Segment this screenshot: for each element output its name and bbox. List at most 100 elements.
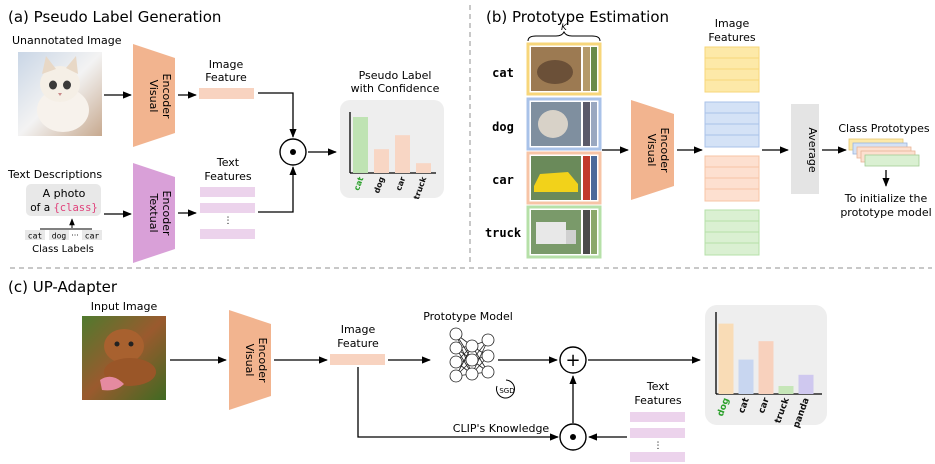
image-feature-bar-c (330, 354, 385, 365)
text-features-label-c-line2: Features (634, 394, 682, 407)
average-label: Average (806, 127, 819, 172)
text-features-label-c-line1: Text (646, 380, 670, 393)
text-feature-bar-c-2 (630, 428, 685, 438)
input-image-label: Input Image (91, 300, 158, 313)
visual-encoder-b: Visual Encoder (631, 100, 674, 200)
text-features-label-a-line1: Text (216, 156, 240, 169)
prompt-line1: A photo (43, 187, 86, 200)
class-name-car: car (492, 173, 514, 187)
visual-encoder-a-line1: Visual (147, 80, 160, 113)
bar-dog (374, 149, 389, 173)
visual-encoder-b-line1: Visual (645, 134, 658, 167)
feature-stack-dog (704, 101, 760, 148)
average-block: Average (791, 104, 819, 194)
product-operator-a (279, 138, 307, 166)
sgd-label: SGD (499, 387, 514, 395)
image-features-label-b-line1: Image (715, 17, 750, 30)
bar-car (395, 135, 410, 173)
plus-operator: + (559, 346, 587, 374)
prompt-box (26, 184, 101, 216)
prompt-class-token: {class} (53, 202, 97, 214)
text-feature-bar-c-3 (630, 452, 685, 462)
panel-a: (a) Pseudo Label Generation Unannotated … (7, 8, 444, 263)
dog-class-images (526, 97, 602, 151)
arrow-text-features-to-product (258, 166, 297, 213)
text-features-c-dots: ⋮ (654, 441, 663, 451)
arrow-image-feature-to-product (258, 92, 297, 138)
visual-encoder-a: Visual Encoder (133, 44, 175, 147)
bar-cat (353, 117, 368, 173)
textual-encoder-shape (133, 163, 175, 263)
class-label-box-cat (25, 230, 45, 240)
class-name-cat: cat (492, 66, 514, 80)
text-feature-bar-a-3 (200, 229, 255, 239)
class-prototypes-label: Class Prototypes (838, 122, 930, 135)
class-label-dog: dog (52, 232, 67, 241)
visual-encoder-a-shape (133, 44, 175, 147)
text-descriptions-label: Text Descriptions (7, 168, 102, 181)
initialize-text-line2: prototype model (840, 206, 931, 219)
visual-encoder-c: Visual Encoder (229, 310, 271, 410)
textual-encoder-line1: Textual (147, 192, 160, 232)
image-feature-label-c-line2: Feature (337, 337, 379, 350)
unannotated-image-label: Unannotated Image (12, 34, 122, 47)
panel-c: (c) UP-Adapter Input Image Visual Encode… (8, 278, 827, 462)
class-label-ellipsis: ··· (71, 231, 79, 240)
feature-stack-truck (704, 209, 760, 256)
arrow-feature-to-product-c (357, 367, 559, 441)
truck-class-images (526, 205, 602, 259)
product-operator-c (559, 423, 587, 451)
image-feature-label-c-line1: Image (341, 323, 376, 336)
visual-encoder-b-line2: Encoder (658, 128, 671, 173)
prototype-model-network (449, 327, 495, 383)
class-label-box-dog (49, 230, 69, 240)
image-feature-label-line1: Image (209, 58, 244, 71)
clip-knowledge-label: CLIP's Knowledge (453, 422, 550, 435)
k-label: K (561, 23, 568, 33)
initialize-text-line1: To initialize the (844, 192, 928, 205)
cat-class-images (526, 42, 602, 96)
class-prototypes-stack (848, 138, 920, 167)
bar-truck (778, 386, 794, 394)
prompt-line2-prefix: of a (30, 202, 53, 214)
textual-encoder: Textual Encoder (133, 163, 175, 263)
pseudo-label-title-line2: with Confidence (351, 82, 440, 95)
panel-a-title: (a) Pseudo Label Generation (8, 8, 221, 26)
bar-panda (798, 374, 814, 394)
class-name-dog: dog (492, 120, 514, 134)
class-label-box-car (82, 230, 102, 240)
bar-truck (416, 163, 431, 173)
visual-encoder-c-line2: Encoder (256, 338, 269, 383)
car-class-images (526, 151, 602, 205)
visual-encoder-a-line2: Encoder (160, 74, 173, 119)
text-features-a-dots: ⋮ (224, 216, 233, 226)
bar-dog (718, 323, 734, 394)
text-feature-bar-c-1 (630, 412, 685, 422)
unannotated-cat-image (18, 52, 102, 136)
textual-encoder-line2: Encoder (160, 191, 173, 236)
panel-b-title: (b) Prototype Estimation (486, 8, 669, 26)
image-feature-label-line2: Feature (205, 71, 247, 84)
image-feature-bar-a (199, 88, 254, 99)
visual-encoder-b-shape (631, 100, 674, 200)
text-feature-bar-a-1 (200, 187, 255, 197)
class-name-truck: truck (485, 226, 522, 240)
class-label-cat: cat (28, 232, 43, 241)
prompt-line2: of a {class} (30, 202, 98, 214)
feature-stack-cat (704, 46, 760, 93)
plus-symbol: + (565, 350, 580, 371)
input-puppy-image (82, 316, 166, 400)
pseudo-label-title-line1: Pseudo Label (359, 69, 432, 82)
panel-c-title: (c) UP-Adapter (8, 278, 118, 296)
visual-encoder-c-line1: Visual (243, 344, 256, 377)
feature-stack-car (704, 155, 760, 202)
image-features-label-b-line2: Features (708, 31, 756, 44)
bar-cat (738, 359, 754, 394)
panel-b: (b) Prototype Estimation K cat dog car t… (485, 8, 932, 259)
class-label-car: car (85, 232, 100, 241)
bar-car (758, 341, 774, 394)
text-feature-bar-a-2 (200, 203, 255, 213)
